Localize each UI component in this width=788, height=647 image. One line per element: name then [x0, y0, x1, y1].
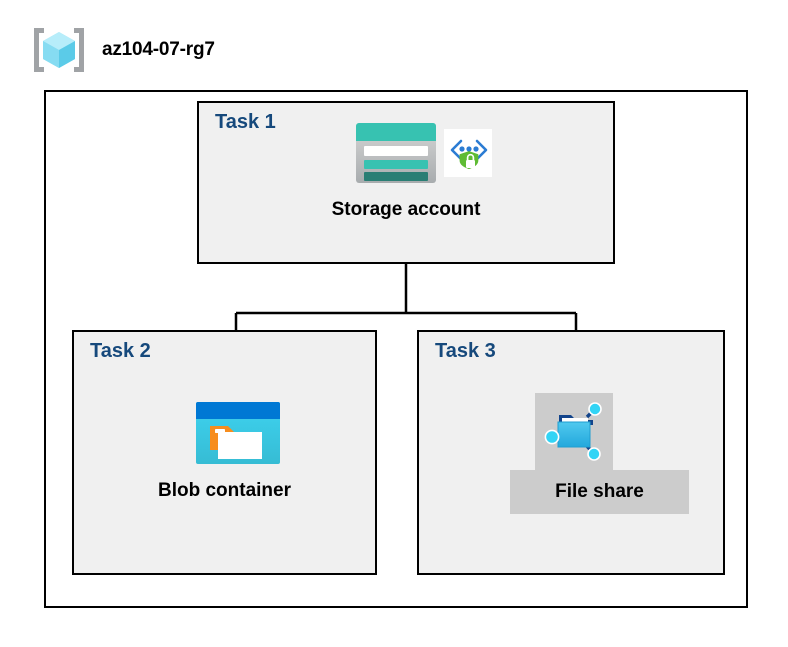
task-3-box: Task 3 File share: [417, 330, 725, 575]
blob-container-label: Blob container: [157, 480, 291, 501]
file-share-icon: [544, 402, 602, 461]
task-3-icons: [535, 393, 613, 471]
private-endpoint-icon: [444, 129, 492, 177]
file-share-label: File share: [510, 470, 689, 514]
resource-group-icon: [34, 28, 84, 72]
task-3-label: Task 3: [435, 340, 496, 362]
page-title: az104-07-rg7: [102, 39, 215, 60]
storage-account-icon: [356, 123, 436, 183]
task-2-box: Task 2 Blob container: [72, 330, 377, 575]
task-1-icons: [354, 121, 492, 185]
task-2-icons: [196, 402, 280, 469]
task-1-box: Task 1 Sto: [197, 101, 615, 264]
task-1-label: Task 1: [215, 111, 276, 133]
blob-container-icon: [196, 402, 280, 464]
resource-group-header: az104-07-rg7: [30, 24, 215, 76]
storage-account-label: Storage account: [331, 199, 481, 220]
task-2-label: Task 2: [90, 340, 151, 362]
